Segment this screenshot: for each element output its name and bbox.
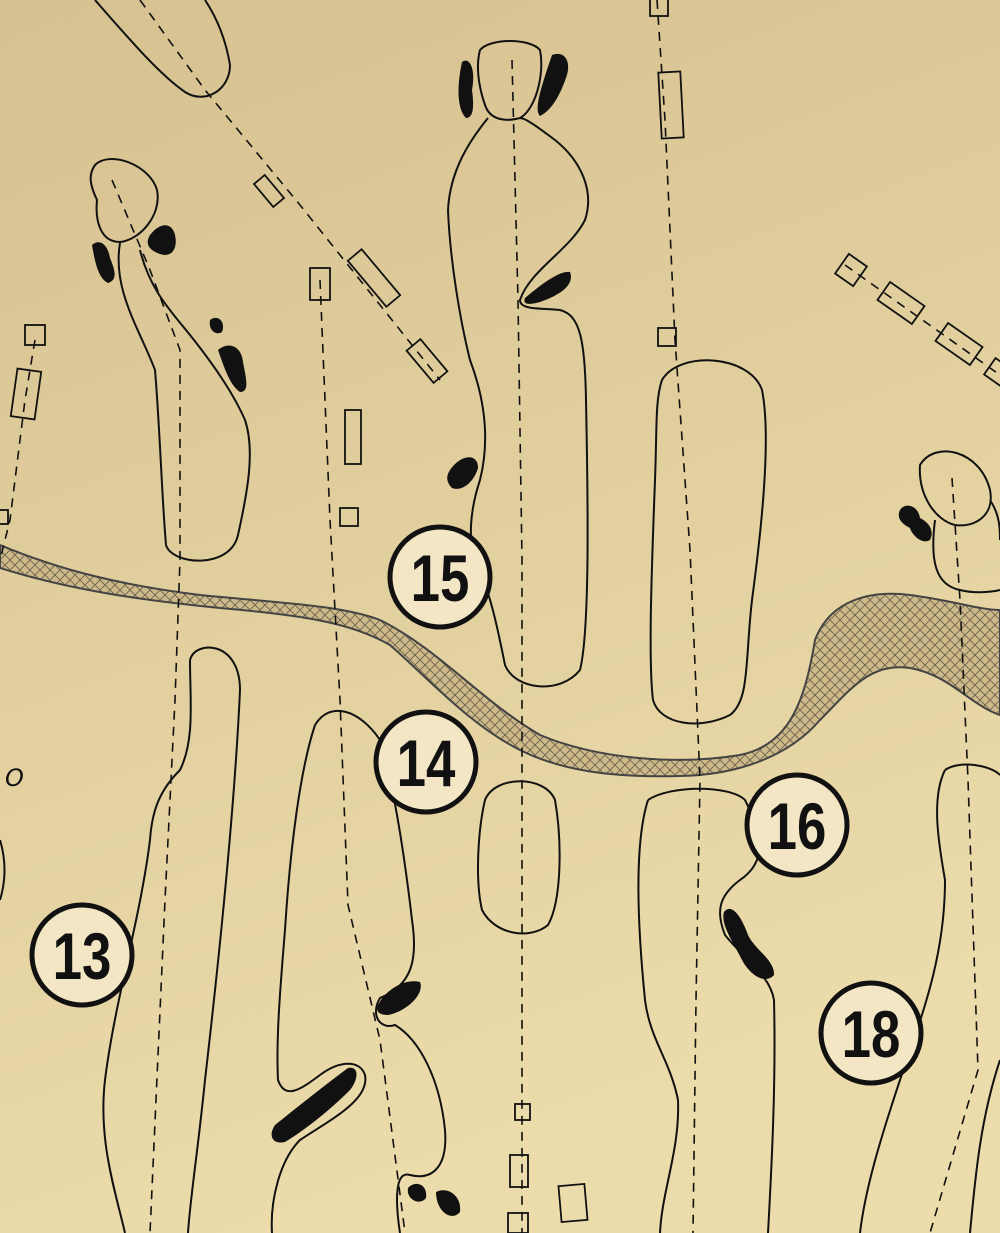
- bunker: [723, 908, 775, 980]
- bunker: [407, 1183, 427, 1202]
- tee-box: [833, 252, 869, 288]
- hole-number: 18: [842, 997, 901, 1071]
- fairway-outline: [969, 1059, 1000, 1233]
- tee-box: [876, 280, 926, 326]
- fairway-outline: [859, 769, 947, 1233]
- fairway-outline: [94, 0, 232, 98]
- tee-box: [344, 409, 362, 465]
- tee-box: [309, 267, 331, 301]
- fairway-outline: [944, 763, 1000, 776]
- centerline: [111, 179, 181, 1233]
- tee-box: [509, 1154, 529, 1188]
- bunker: [458, 60, 474, 118]
- bunker: [377, 981, 421, 1015]
- fairway-outline: [117, 242, 251, 562]
- tee-box: [252, 173, 286, 209]
- bunker: [537, 53, 569, 116]
- hole-marker-15[interactable]: 15: [387, 524, 493, 630]
- hole-marker-13[interactable]: 13: [29, 902, 135, 1008]
- centerline: [656, 0, 701, 1233]
- fairway-outline: [637, 799, 680, 1233]
- hole-number: 14: [397, 726, 456, 800]
- bunker: [218, 345, 247, 392]
- fairway-outline: [102, 659, 192, 1233]
- bunker: [92, 242, 115, 283]
- green-outline: [89, 158, 159, 244]
- tee-box: [0, 509, 9, 525]
- tee-box: [346, 247, 402, 309]
- centerline: [929, 477, 979, 1233]
- hole-marker-16[interactable]: 16: [744, 772, 850, 878]
- tee-box: [934, 321, 984, 367]
- fairway-outline: [270, 724, 367, 1233]
- green-outline: [918, 450, 992, 527]
- tee-box: [557, 1182, 589, 1224]
- tee-box: [657, 327, 677, 347]
- edge-label: O: [5, 764, 24, 792]
- hole-marker-14[interactable]: 14: [373, 709, 479, 815]
- tee-box: [339, 507, 359, 527]
- bunker: [147, 225, 176, 255]
- hole-number: 13: [53, 919, 112, 993]
- tee-box: [649, 0, 669, 17]
- bunker: [524, 271, 571, 304]
- fairway-outline: [0, 839, 6, 901]
- bunker: [209, 317, 224, 334]
- bunker: [436, 1190, 461, 1216]
- hole-number: 15: [411, 541, 470, 615]
- tee-box: [982, 356, 1000, 388]
- centerline: [139, 0, 441, 381]
- fairway-outline: [477, 780, 561, 935]
- centerline: [319, 279, 406, 1233]
- hole-number: 16: [768, 789, 827, 863]
- tee-box: [507, 1212, 529, 1233]
- fairway-outline: [649, 359, 767, 725]
- bunker: [271, 1067, 357, 1143]
- fairway-outline: [647, 787, 776, 1233]
- fairway-outline: [187, 646, 242, 1233]
- tee-box: [514, 1103, 531, 1121]
- tee-box: [657, 70, 685, 140]
- bunker: [447, 457, 478, 489]
- centerline: [511, 59, 523, 1233]
- tee-box: [24, 324, 46, 346]
- hole-marker-18[interactable]: 18: [818, 980, 924, 1086]
- tee-box: [9, 367, 43, 421]
- tee-box: [405, 337, 449, 385]
- fairway-outline: [446, 117, 590, 688]
- bunker: [898, 505, 932, 542]
